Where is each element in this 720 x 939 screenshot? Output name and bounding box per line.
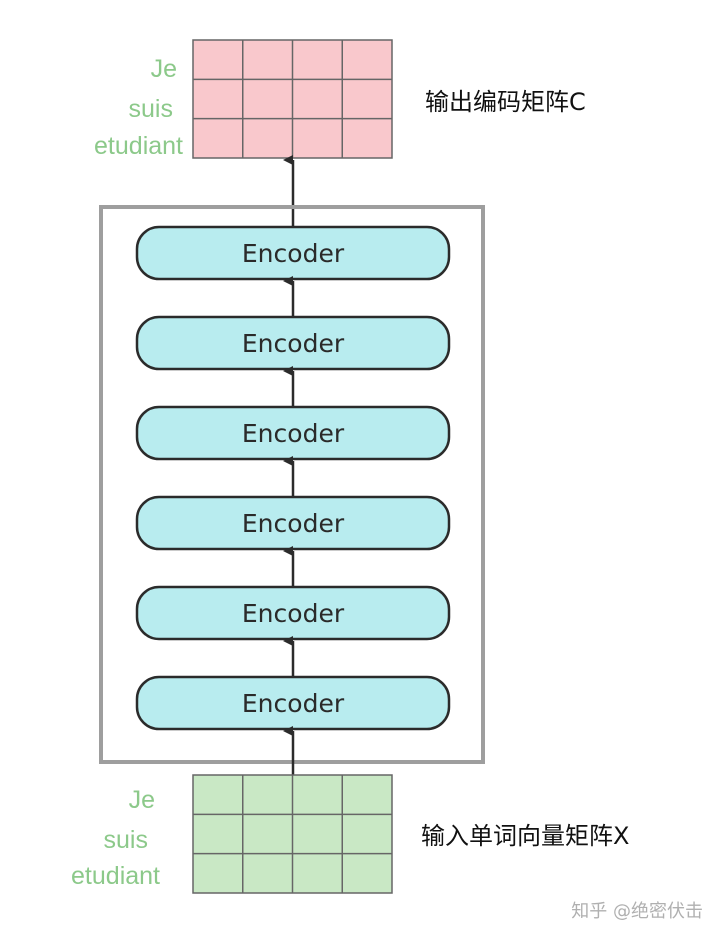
- input-matrix-label: 输入单词向量矩阵X: [421, 822, 629, 850]
- encoder-box: [135, 585, 451, 641]
- encoder-label: Encoder: [242, 239, 345, 268]
- encoder-block: Encoder: [135, 495, 451, 551]
- output-matrix-grid: [193, 40, 392, 158]
- output-matrix-label: 输出编码矩阵C: [425, 88, 586, 116]
- output-words: Je suis etudiant: [94, 55, 183, 160]
- output-word: Je: [151, 55, 177, 83]
- encoder-stack: Encoder Encoder Encoder Encoder Encoder …: [135, 225, 451, 731]
- encoder-box: [135, 405, 451, 461]
- encoder-block: Encoder: [135, 585, 451, 641]
- encoder-label: Encoder: [242, 599, 345, 628]
- encoder-box: [135, 675, 451, 731]
- encoder-block: Encoder: [135, 675, 451, 731]
- input-word: suis: [104, 826, 148, 854]
- input-word: etudiant: [71, 862, 160, 890]
- encoder-label: Encoder: [242, 509, 345, 538]
- input-words: Je suis etudiant: [71, 786, 160, 890]
- encoder-block: Encoder: [135, 315, 451, 371]
- encoder-label: Encoder: [242, 329, 345, 358]
- input-matrix-grid: [193, 775, 392, 893]
- encoder-box: [135, 315, 451, 371]
- encoder-box: [135, 225, 451, 281]
- output-word: etudiant: [94, 132, 183, 160]
- encoder-block: Encoder: [135, 225, 451, 281]
- input-matrix: [192, 774, 393, 894]
- input-word: Je: [129, 786, 155, 814]
- encoder-label: Encoder: [242, 419, 345, 448]
- encoder-block: Encoder: [135, 405, 451, 461]
- watermark: 知乎 @绝密伏击: [571, 901, 703, 922]
- output-word: suis: [129, 95, 173, 123]
- encoder-label: Encoder: [242, 689, 345, 718]
- output-matrix: [192, 39, 393, 159]
- encoder-box: [135, 495, 451, 551]
